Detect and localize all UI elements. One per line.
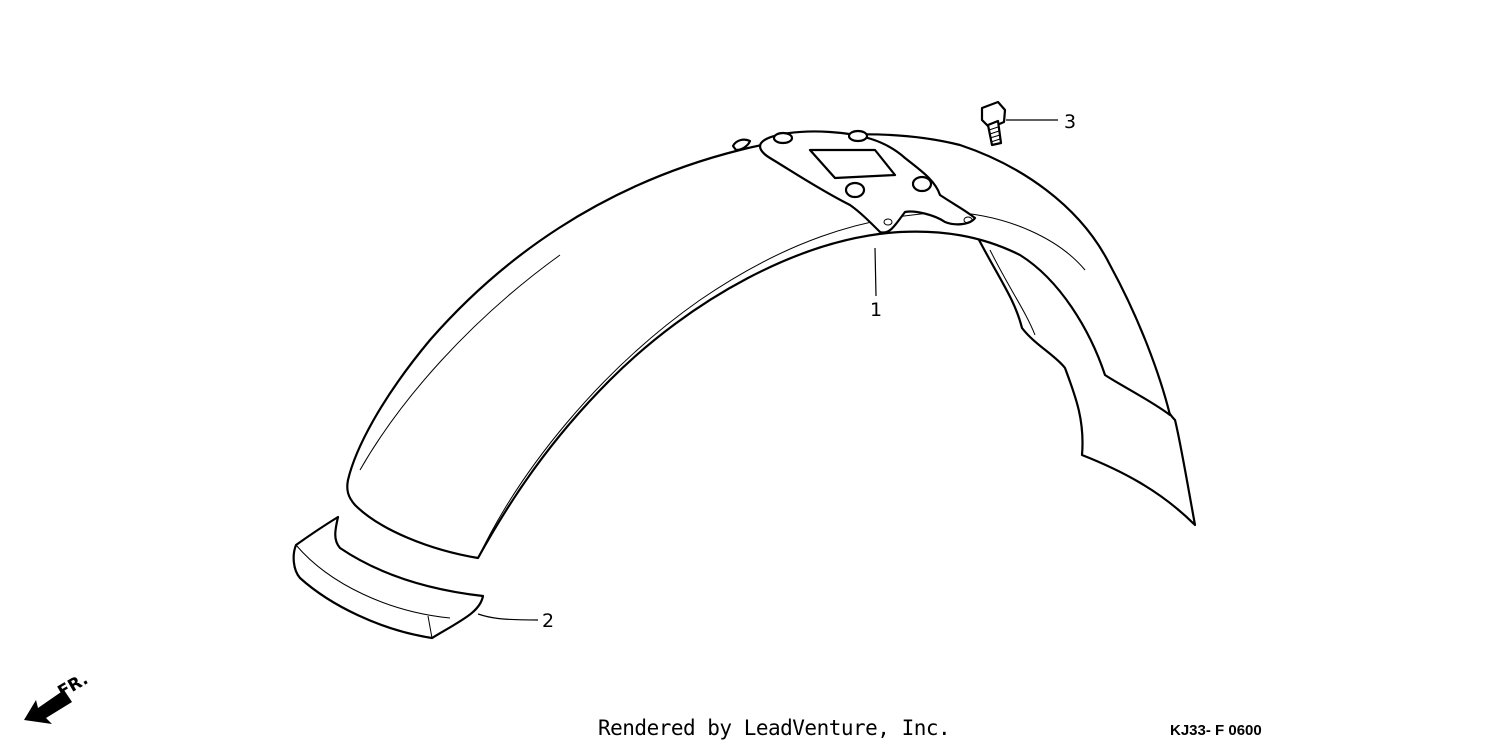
fender-mount-bracket xyxy=(731,129,977,234)
leader-line-2 xyxy=(477,613,539,621)
front-arrow-icon xyxy=(24,690,72,724)
callout-1: 1 xyxy=(870,299,882,321)
front-direction-indicator: FR. xyxy=(24,669,92,724)
callout-3: 3 xyxy=(1064,111,1076,133)
callout-2: 2 xyxy=(542,610,554,632)
drawing-code: KJ33- F 0600 xyxy=(1170,722,1262,739)
front-fender[interactable] xyxy=(346,129,1172,560)
render-credit: Rendered by LeadVenture, Inc. xyxy=(598,716,951,740)
flange-bolt[interactable] xyxy=(980,100,1007,147)
fender-stripe[interactable] xyxy=(292,515,485,640)
leader-line-1 xyxy=(874,247,877,297)
